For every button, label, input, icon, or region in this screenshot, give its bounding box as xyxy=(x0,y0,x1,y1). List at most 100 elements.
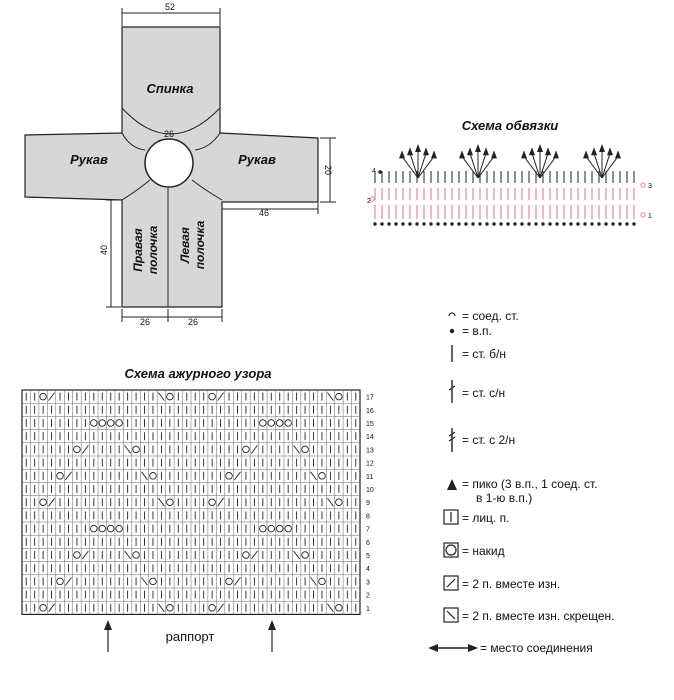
yarn-over-icon xyxy=(166,498,174,506)
back-neck-curve xyxy=(121,107,221,135)
edging-chain xyxy=(415,222,419,226)
picot-icon xyxy=(521,150,527,159)
knit-icon xyxy=(443,509,459,525)
yarn-over-icon xyxy=(318,472,326,480)
edging-fan-stitch xyxy=(477,156,495,179)
edging-fan-stitch xyxy=(585,156,603,179)
edging-chain xyxy=(492,222,496,226)
edging-fan-stitch xyxy=(601,156,619,179)
picot-icon xyxy=(553,150,559,159)
edging-chain xyxy=(618,222,622,226)
edging-chain xyxy=(478,222,482,226)
picot-icon xyxy=(591,147,597,156)
yarn-over-icon xyxy=(443,542,459,558)
yarn-over-icon xyxy=(90,419,98,427)
k2tog-icon xyxy=(234,577,241,586)
underarm-left xyxy=(121,179,151,201)
label-front-width-right: 26 xyxy=(188,317,198,327)
legend-text-treble-crochet: = ст. с 2/н xyxy=(462,433,515,447)
picot-icon xyxy=(537,144,543,152)
k2tog-icon xyxy=(65,471,72,481)
join-arrow-icon xyxy=(428,644,478,652)
yarn-over-icon xyxy=(259,419,267,427)
k2tog-crossed-icon xyxy=(124,445,131,454)
armhole-left xyxy=(121,132,146,151)
label-sleeve-right: Рукав xyxy=(238,152,276,167)
front-right-line2: полочка xyxy=(146,225,160,274)
edging-chain xyxy=(583,222,587,226)
edging-chain xyxy=(464,222,468,226)
repeat-arrow-left xyxy=(104,620,112,652)
label-width-top: 52 xyxy=(165,2,175,12)
k2tog-icon xyxy=(82,445,89,454)
row-number: 10 xyxy=(366,487,374,494)
yarn-over-icon xyxy=(149,472,157,480)
picot-icon xyxy=(467,147,473,156)
legend: = соед. ст. = в.п. = ст. б/н = ст. с/н =… xyxy=(428,309,615,655)
edging-chart: Схема обвязки 4 2 3 1 xyxy=(367,118,652,226)
edging-row-label-1: 1 xyxy=(648,213,652,220)
yarn-over-icon xyxy=(208,498,216,506)
row-number: 4 xyxy=(366,566,370,573)
picot-icon xyxy=(607,147,613,156)
edging-chain xyxy=(380,222,384,226)
edging-fan-stitch xyxy=(417,153,427,179)
repeat-arrow-right xyxy=(268,620,276,652)
edging-chain xyxy=(562,222,566,226)
k2tog-crossed-icon xyxy=(158,392,165,401)
picot-icon xyxy=(583,150,589,159)
edging-chain xyxy=(506,222,510,226)
edging-chain xyxy=(401,222,405,226)
k2tog-icon xyxy=(443,575,459,591)
edging-chain xyxy=(604,222,608,226)
yarn-over-icon xyxy=(267,419,276,427)
legend-text-picot: = пико (3 в.п., 1 соед. ст. xyxy=(462,477,598,491)
picot-icon xyxy=(615,150,621,159)
front-right-line1: Правая xyxy=(131,228,145,271)
edging-chain xyxy=(387,222,391,226)
slip-stitch-icon xyxy=(448,312,456,317)
k2tog-crossed-icon xyxy=(443,607,459,623)
edging-chain xyxy=(457,222,461,226)
edging-chain xyxy=(527,222,531,226)
picot-icon xyxy=(459,150,465,159)
edging-fan-stitch xyxy=(539,156,557,179)
label-sleeve-height: 20 xyxy=(323,165,333,175)
edging-chain xyxy=(471,222,475,226)
label-sleeve-length: 46 xyxy=(259,208,269,218)
picot-icon xyxy=(545,147,551,156)
yarn-over-icon xyxy=(39,604,47,612)
edging-turn-mark xyxy=(640,212,646,218)
edging-fan-stitch xyxy=(461,156,479,179)
edging-chain xyxy=(597,222,601,226)
k2tog-crossed-icon xyxy=(293,550,300,560)
row-number: 3 xyxy=(366,579,370,586)
edging-chain xyxy=(541,222,545,226)
label-sleeve-left: Рукав xyxy=(70,152,108,167)
row-number: 17 xyxy=(366,395,374,402)
legend-text-slip-stitch: = соед. ст. xyxy=(462,309,519,323)
row-number: 15 xyxy=(366,421,374,428)
row-number: 11 xyxy=(366,474,373,481)
edging-chain xyxy=(611,222,615,226)
k2tog-icon xyxy=(251,445,258,454)
edging-row-label-3: 3 xyxy=(648,183,652,190)
k2tog-icon xyxy=(217,603,224,613)
treble-crochet-icon xyxy=(448,428,456,452)
k2tog-icon xyxy=(217,497,224,507)
k2tog-icon xyxy=(234,471,241,481)
yarn-over-icon xyxy=(275,524,284,533)
edging-chain xyxy=(485,222,489,226)
picot-icon xyxy=(447,479,457,490)
legend-text-single-crochet: = ст. б/н xyxy=(462,347,506,361)
edging-fan-stitch xyxy=(401,156,419,179)
double-crochet-icon xyxy=(448,380,456,403)
edging-title: Схема обвязки xyxy=(462,118,559,133)
armhole-right xyxy=(194,132,221,151)
legend-text-k2tog: = 2 п. вместе изн. xyxy=(462,577,560,591)
edging-chain xyxy=(408,222,412,226)
legend-text-k2tog-crossed: = 2 п. вместе изн. скрещен. xyxy=(462,609,615,623)
edging-chain xyxy=(625,222,629,226)
edging-chain xyxy=(534,222,538,226)
